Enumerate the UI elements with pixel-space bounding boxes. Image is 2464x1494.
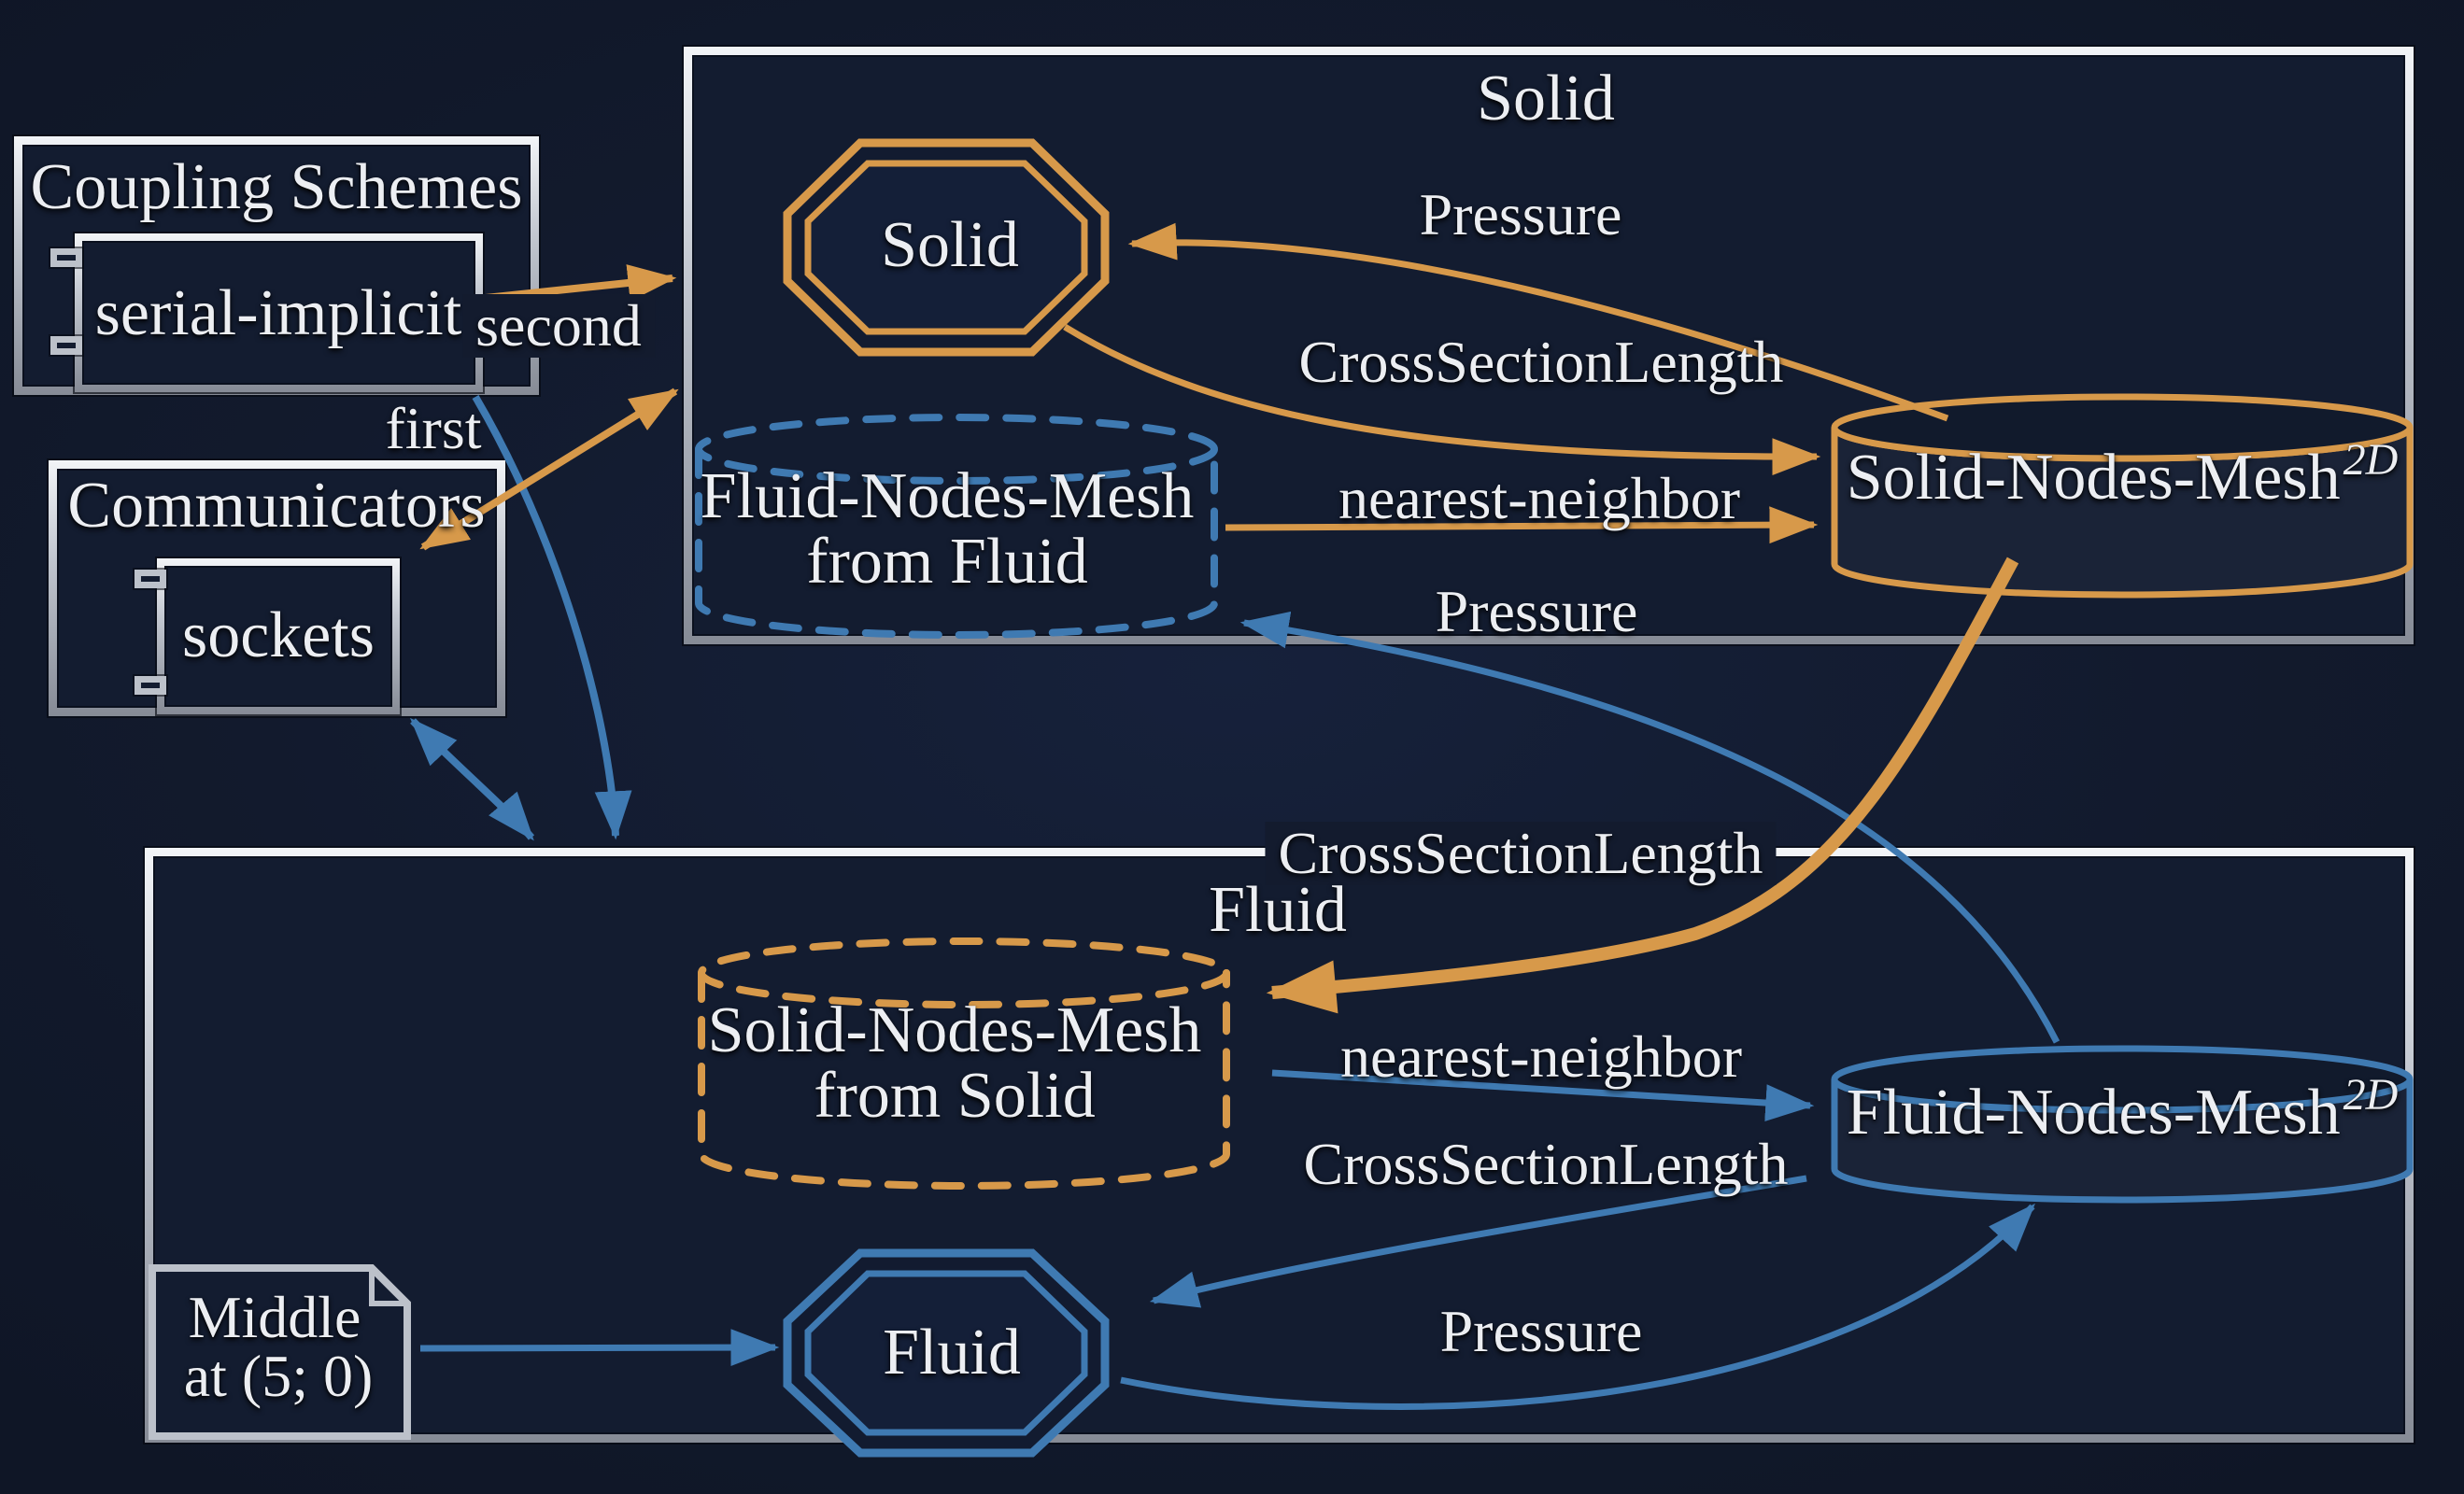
fluid-mesh-cylinder-top: [1831, 1045, 2414, 1114]
sockets-fluid-arrow: [410, 717, 535, 841]
fluid-incoming-label: CrossSectionLength: [1265, 822, 1777, 885]
fluid-octagon-inner: [804, 1270, 1088, 1436]
solid-octagon-label: Solid: [881, 209, 1019, 281]
fluid-write-label: Pressure: [1439, 1298, 1643, 1364]
solid-mesh-from-solid-label-line2: from Solid: [814, 1060, 1096, 1132]
note-fold-icon: [369, 1268, 407, 1306]
solid-octagon-inner: [804, 160, 1088, 335]
solid-mesh-superscript: 2D: [2343, 435, 2399, 485]
solid-octagon: [783, 138, 1110, 357]
solid-mesh-from-solid-label-line1: Solid-Nodes-Mesh: [707, 994, 1202, 1066]
fluid-octagon-label: Fluid: [883, 1317, 1021, 1388]
coupling-schemes-title: Coupling Schemes: [30, 151, 523, 223]
communicators-title: Communicators: [67, 470, 486, 542]
fluid-mesh-label: Fluid-Nodes-Mesh2D: [1846, 1070, 2399, 1149]
solid-mesh-cylinder: [1831, 393, 2414, 599]
serial-implicit-label: serial-implicit: [94, 277, 462, 349]
solid-read-arrow: [1127, 222, 1949, 422]
second-edge-label: second: [462, 294, 655, 358]
note-label-line2: at (5; 0): [183, 1343, 374, 1409]
first-participant-arrow: [472, 394, 632, 840]
solid-box-title: Solid: [1477, 63, 1615, 134]
note-outline: [149, 1264, 411, 1440]
note-label-line1: Middle: [188, 1284, 361, 1350]
solid-mesh-label: Solid-Nodes-Mesh2D: [1846, 435, 2399, 514]
serial-implicit-component: [75, 233, 483, 392]
fluid-mesh-from-fluid-label-line2: from Fluid: [806, 526, 1088, 598]
fluid-read-label: CrossSectionLength: [1303, 1131, 1789, 1197]
fluid-mapping-label: nearest-neighbor: [1339, 1023, 1743, 1090]
fluid-octagon: [783, 1248, 1110, 1458]
solid-read-label: Pressure: [1419, 181, 1622, 247]
sockets-port-top: [135, 570, 166, 588]
sockets-component: [157, 558, 400, 714]
serial-implicit-port-bottom: [50, 336, 82, 355]
fluid-box-title: Fluid: [1209, 874, 1347, 946]
solid-mapping-label: nearest-neighbor: [1338, 465, 1741, 531]
solid-mesh-from-solid-cylinder: [698, 937, 1230, 1190]
sockets-solid-arrow: [419, 388, 679, 551]
pressure-exchange-arrow: [1239, 611, 2060, 1044]
serial-implicit-port-top: [50, 248, 82, 267]
first-edge-label: first: [385, 395, 482, 461]
solid-mapping-arrow: [1225, 506, 1819, 544]
solid-write-label: CrossSectionLength: [1298, 329, 1784, 395]
fluid-mesh-superscript: 2D: [2343, 1070, 2399, 1120]
crosssectionlength-exchange-arrow: [1266, 557, 2019, 1014]
fluid-read-arrow: [1149, 1175, 1807, 1308]
note-shape: [149, 1264, 411, 1440]
fluid-mesh-from-fluid-label-line1: Fluid-Nodes-Mesh: [700, 460, 1195, 532]
fluid-mesh-from-fluid-cylinder: [695, 414, 1218, 639]
solid-mesh-cylinder-top: [1831, 393, 2414, 462]
sockets-port-bottom: [135, 676, 166, 695]
fluid-write-arrow: [1120, 1203, 2035, 1410]
fluid-mesh-cylinder: [1831, 1045, 2414, 1204]
solid-incoming-label: Pressure: [1435, 578, 1638, 644]
sockets-label: sockets: [181, 599, 375, 671]
fluid-mapping-arrow: [1271, 1069, 1815, 1122]
note-link-arrow: [419, 1329, 780, 1367]
solid-write-arrow: [1063, 324, 1821, 476]
